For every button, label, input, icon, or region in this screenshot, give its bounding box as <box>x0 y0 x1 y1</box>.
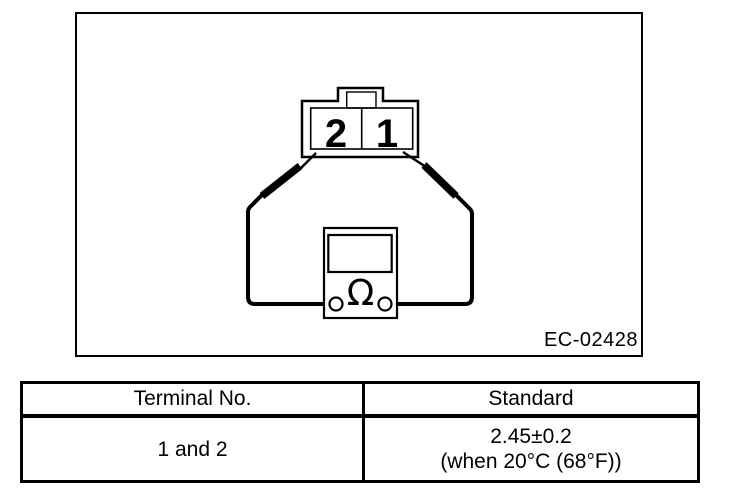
standard-condition: (when 20°C (68°F)) <box>440 450 622 473</box>
spec-table: Terminal No. Standard 1 and 2 2.45±0.2 (… <box>20 381 700 483</box>
probe-left-tip <box>298 152 317 171</box>
measurement-diagram: 2 1 Ω <box>246 86 474 320</box>
col-header-terminal: Terminal No. <box>20 381 365 418</box>
figure-id-label: EC-02428 <box>543 329 638 351</box>
meter-jack-left <box>328 296 344 312</box>
col-header-standard: Standard <box>362 381 700 418</box>
figure-box: 2 1 Ω EC-02428 <box>75 12 643 357</box>
probe-right-body <box>421 162 459 199</box>
standard-value: 2.45±0.2 <box>490 425 572 448</box>
terminal-2-label: 2 <box>325 112 347 156</box>
table-row: 1 and 2 2.45±0.2 (when 20°C (68°F)) <box>20 414 700 483</box>
connector-outline <box>300 86 420 159</box>
wire-left <box>246 191 330 306</box>
connector-tab-inner <box>346 91 377 109</box>
multimeter-display <box>327 233 393 274</box>
probe-left-body <box>259 163 303 199</box>
probe-right-tip <box>402 150 427 169</box>
ohm-symbol: Ω <box>347 273 375 314</box>
terminal-no-cell: 1 and 2 <box>20 414 365 483</box>
standard-cell: 2.45±0.2 (when 20°C (68°F)) <box>362 414 700 483</box>
wire-right <box>391 191 474 306</box>
terminal-1-label: 1 <box>376 112 398 156</box>
spec-table-header-row: Terminal No. Standard <box>20 381 700 418</box>
meter-jack-right <box>377 296 393 312</box>
